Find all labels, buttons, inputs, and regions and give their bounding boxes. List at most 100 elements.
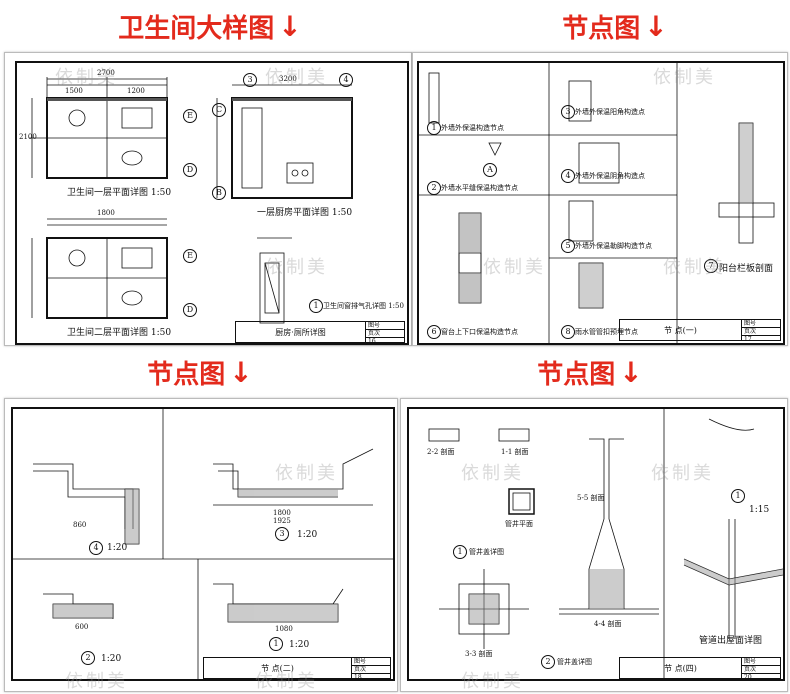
detail-caption: 外墙外保温勒脚构造节点 [575, 242, 652, 250]
detail-number: 8 [561, 325, 575, 339]
section-caption: 管井盖详图 [557, 658, 592, 666]
section-caption: 管井平面 [505, 520, 533, 528]
detail-caption: 管道出屋面详图 [699, 636, 763, 646]
title-block: 厨房·厕所详图 图号 页次 16 [235, 321, 405, 343]
scale-text: 1:20 [289, 640, 310, 650]
section-caption: 3-3 剖面 [465, 650, 493, 658]
detail-number: 1 [731, 489, 745, 503]
sheet-field: 图号 [742, 320, 780, 328]
drawing-sheet-bathroom[interactable]: E D C B E D 3 4 2700 1500 1200 2100 1800… [4, 52, 412, 346]
drawing-frame: 860 1800 1925 600 1080 4 1:20 3 1:20 2 1… [11, 407, 395, 681]
watermark: 依制美 [265, 67, 328, 88]
detail-caption: 外墙外保温阳角构造点 [575, 108, 645, 116]
axis-marker: 4 [339, 73, 353, 87]
detail-number: 1 [427, 121, 441, 135]
banner-text: 节点图 [537, 359, 616, 390]
banner-node-detail-2: 节点图 ↓ [125, 352, 275, 392]
down-arrow-icon: ↓ [644, 9, 668, 43]
scale-text: 1:20 [297, 530, 318, 540]
detail-caption: 外墙外保温阴角构造点 [575, 172, 645, 180]
sheet-field: 16 [368, 338, 376, 345]
title-block-side: 图号 页次 18 [351, 658, 390, 681]
sheet-field: 20 [744, 674, 752, 681]
detail-number: 7 [704, 259, 718, 273]
detail-caption: 外墙外保温构造节点 [441, 124, 504, 132]
drawing-frame: 2-2 剖面 1-1 剖面 管井平面 5-5 剖面 4-4 剖面 3-3 剖面 … [407, 407, 785, 681]
drawing-sheet-node-4[interactable]: 2-2 剖面 1-1 剖面 管井平面 5-5 剖面 4-4 剖面 3-3 剖面 … [400, 398, 788, 692]
drawing-frame: E D C B E D 3 4 2700 1500 1200 2100 1800… [15, 61, 409, 345]
drawing-sheet-node-1[interactable]: 1 外墙外保温构造节点 A 2 外墙水平缝保温构造节点 6 窗台上下口保温构造节… [412, 52, 788, 346]
title-block: 节 点(二) 图号 页次 18 [203, 657, 391, 679]
watermark: 依制美 [651, 463, 714, 484]
sheet-field: 图号 [742, 658, 780, 666]
sheet-field: 18 [354, 674, 362, 681]
dimension-text: 1925 [273, 517, 291, 525]
detail-caption: 外墙水平缝保温构造节点 [441, 184, 518, 192]
node-4-linework [428, 409, 783, 679]
dimension-text: 2100 [19, 133, 37, 141]
watermark: 依制美 [65, 671, 128, 692]
dimension-text: 3200 [279, 75, 297, 83]
watermark: 依制美 [461, 671, 524, 692]
detail-number: 1 [453, 545, 467, 559]
sheet-field: 页次 [742, 666, 780, 674]
scale-text: 1:20 [107, 543, 128, 553]
dimension-text: 1800 [97, 209, 115, 217]
down-arrow-icon: ↓ [229, 355, 253, 389]
axis-marker: B [212, 186, 226, 200]
detail-number: 4 [89, 541, 103, 555]
scale-text: 1:15 [749, 505, 770, 515]
plan-caption: 卫生间二层平面详图 1:50 [67, 328, 172, 338]
section-caption: 2-2 剖面 [427, 448, 455, 456]
scale-text: 1:20 [101, 654, 122, 664]
sheet-field: 页次 [366, 330, 404, 338]
plan-caption: 卫生间窗排气孔详图 1:50 [323, 302, 404, 310]
title-block-side: 图号 页次 20 [741, 658, 780, 681]
node-1-linework [419, 63, 775, 343]
drawing-sheet-node-2[interactable]: 860 1800 1925 600 1080 4 1:20 3 1:20 2 1… [4, 398, 398, 692]
title-block-side: 图号 页次 16 [365, 322, 404, 345]
sheet-title: 厨房·厕所详图 [275, 327, 326, 337]
dimension-text: 1080 [275, 625, 293, 633]
detail-number: 5 [561, 239, 575, 253]
detail-number: 1 [309, 299, 323, 313]
sheet-field: 图号 [352, 658, 390, 666]
sheet-field: 页次 [352, 666, 390, 674]
sheet-field: 17 [744, 336, 752, 343]
detail-caption: 阳台栏板剖面 [719, 264, 774, 274]
watermark: 依制美 [663, 257, 726, 278]
banner-text: 节点图 [562, 13, 641, 44]
title-block: 节 点(一) 图号 页次 17 [619, 319, 781, 343]
detail-number: 2 [541, 655, 555, 669]
detail-caption: 雨水管管扣预埋节点 [575, 328, 638, 336]
axis-marker: E [183, 249, 197, 263]
section-caption: 管井盖详图 [469, 548, 504, 556]
dimension-text: 1800 [273, 509, 291, 517]
watermark: 依制美 [483, 257, 546, 278]
watermark: 依制美 [275, 463, 338, 484]
detail-number: 1 [269, 637, 283, 651]
node-2-linework [13, 409, 393, 679]
banner-bathroom-detail: 卫生间大样图 ↓ [90, 6, 330, 46]
dimension-text: 2700 [97, 69, 115, 77]
sheet-title: 节 点(一) [664, 325, 697, 335]
bathroom-linework [29, 77, 353, 324]
watermark: 依制美 [653, 67, 716, 88]
section-caption: 1-1 剖面 [501, 448, 529, 456]
drawing-frame: 1 外墙外保温构造节点 A 2 外墙水平缝保温构造节点 6 窗台上下口保温构造节… [417, 61, 785, 345]
detail-caption: 窗台上下口保温构造节点 [441, 328, 518, 336]
sheet-title: 节 点(二) [261, 663, 294, 673]
down-arrow-icon: ↓ [619, 355, 643, 389]
axis-marker: 3 [243, 73, 257, 87]
banner-text: 节点图 [147, 359, 226, 390]
sheet-title: 节 点(四) [664, 663, 697, 673]
detail-number: 6 [427, 325, 441, 339]
watermark: 依制美 [461, 463, 524, 484]
detail-number: 3 [275, 527, 289, 541]
down-arrow-icon: ↓ [278, 9, 302, 43]
banner-node-detail-1: 节点图 ↓ [540, 6, 690, 46]
detail-number: A [483, 163, 497, 177]
dimension-text: 860 [73, 521, 87, 529]
title-block: 节 点(四) 图号 页次 20 [619, 657, 781, 679]
axis-marker: D [183, 303, 197, 317]
